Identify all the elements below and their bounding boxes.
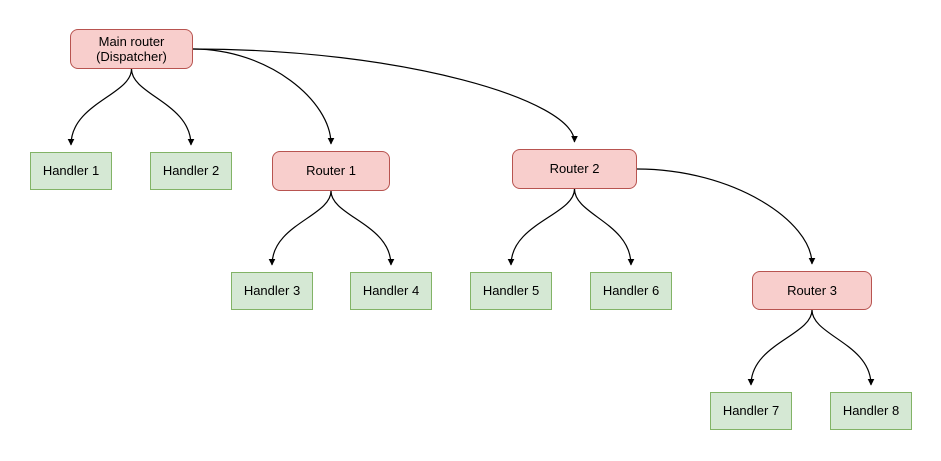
node-router-3[interactable]: Router 3 (752, 271, 872, 310)
edge-router-1-to-handler-3 (268, 190, 332, 266)
node-label-handler-6: Handler 6 (602, 283, 660, 299)
node-label-handler-3: Handler 3 (243, 283, 301, 299)
node-handler-4[interactable]: Handler 4 (350, 272, 432, 310)
node-main-router[interactable]: Main router (Dispatcher) (70, 29, 193, 69)
edge-router-2-to-handler-6 (573, 188, 635, 266)
node-label-handler-7: Handler 7 (722, 403, 780, 419)
node-handler-3[interactable]: Handler 3 (231, 272, 313, 310)
node-label-handler-8: Handler 8 (842, 403, 900, 419)
edge-main-to-router-1 (192, 48, 335, 145)
edge-router-3-to-handler-8 (811, 309, 875, 386)
node-label-handler-4: Handler 4 (362, 283, 420, 299)
node-label-handler-1: Handler 1 (42, 163, 100, 179)
edge-router-3-to-handler-7 (747, 309, 813, 386)
edge-main-to-handler-2 (130, 68, 195, 146)
node-handler-2[interactable]: Handler 2 (150, 152, 232, 190)
node-router-1[interactable]: Router 1 (272, 151, 390, 191)
node-label-main-router: Main router (Dispatcher) (96, 33, 167, 64)
node-label-handler-5: Handler 5 (482, 283, 540, 299)
node-label-router-1: Router 1 (306, 163, 356, 179)
node-handler-1[interactable]: Handler 1 (30, 152, 112, 190)
node-label-handler-2: Handler 2 (162, 163, 220, 179)
node-handler-6[interactable]: Handler 6 (590, 272, 672, 310)
node-handler-8[interactable]: Handler 8 (830, 392, 912, 430)
edge-router-2-to-router-3 (636, 168, 816, 265)
node-handler-7[interactable]: Handler 7 (710, 392, 792, 430)
node-router-2[interactable]: Router 2 (512, 149, 637, 189)
edge-router-2-to-handler-5 (507, 188, 576, 266)
node-handler-5[interactable]: Handler 5 (470, 272, 552, 310)
node-label-router-3: Router 3 (787, 282, 837, 298)
node-label-router-2: Router 2 (549, 161, 600, 177)
edge-router-1-to-handler-4 (330, 190, 395, 266)
edge-main-to-handler-1 (67, 68, 133, 146)
edge-main-to-router-2 (192, 48, 578, 143)
